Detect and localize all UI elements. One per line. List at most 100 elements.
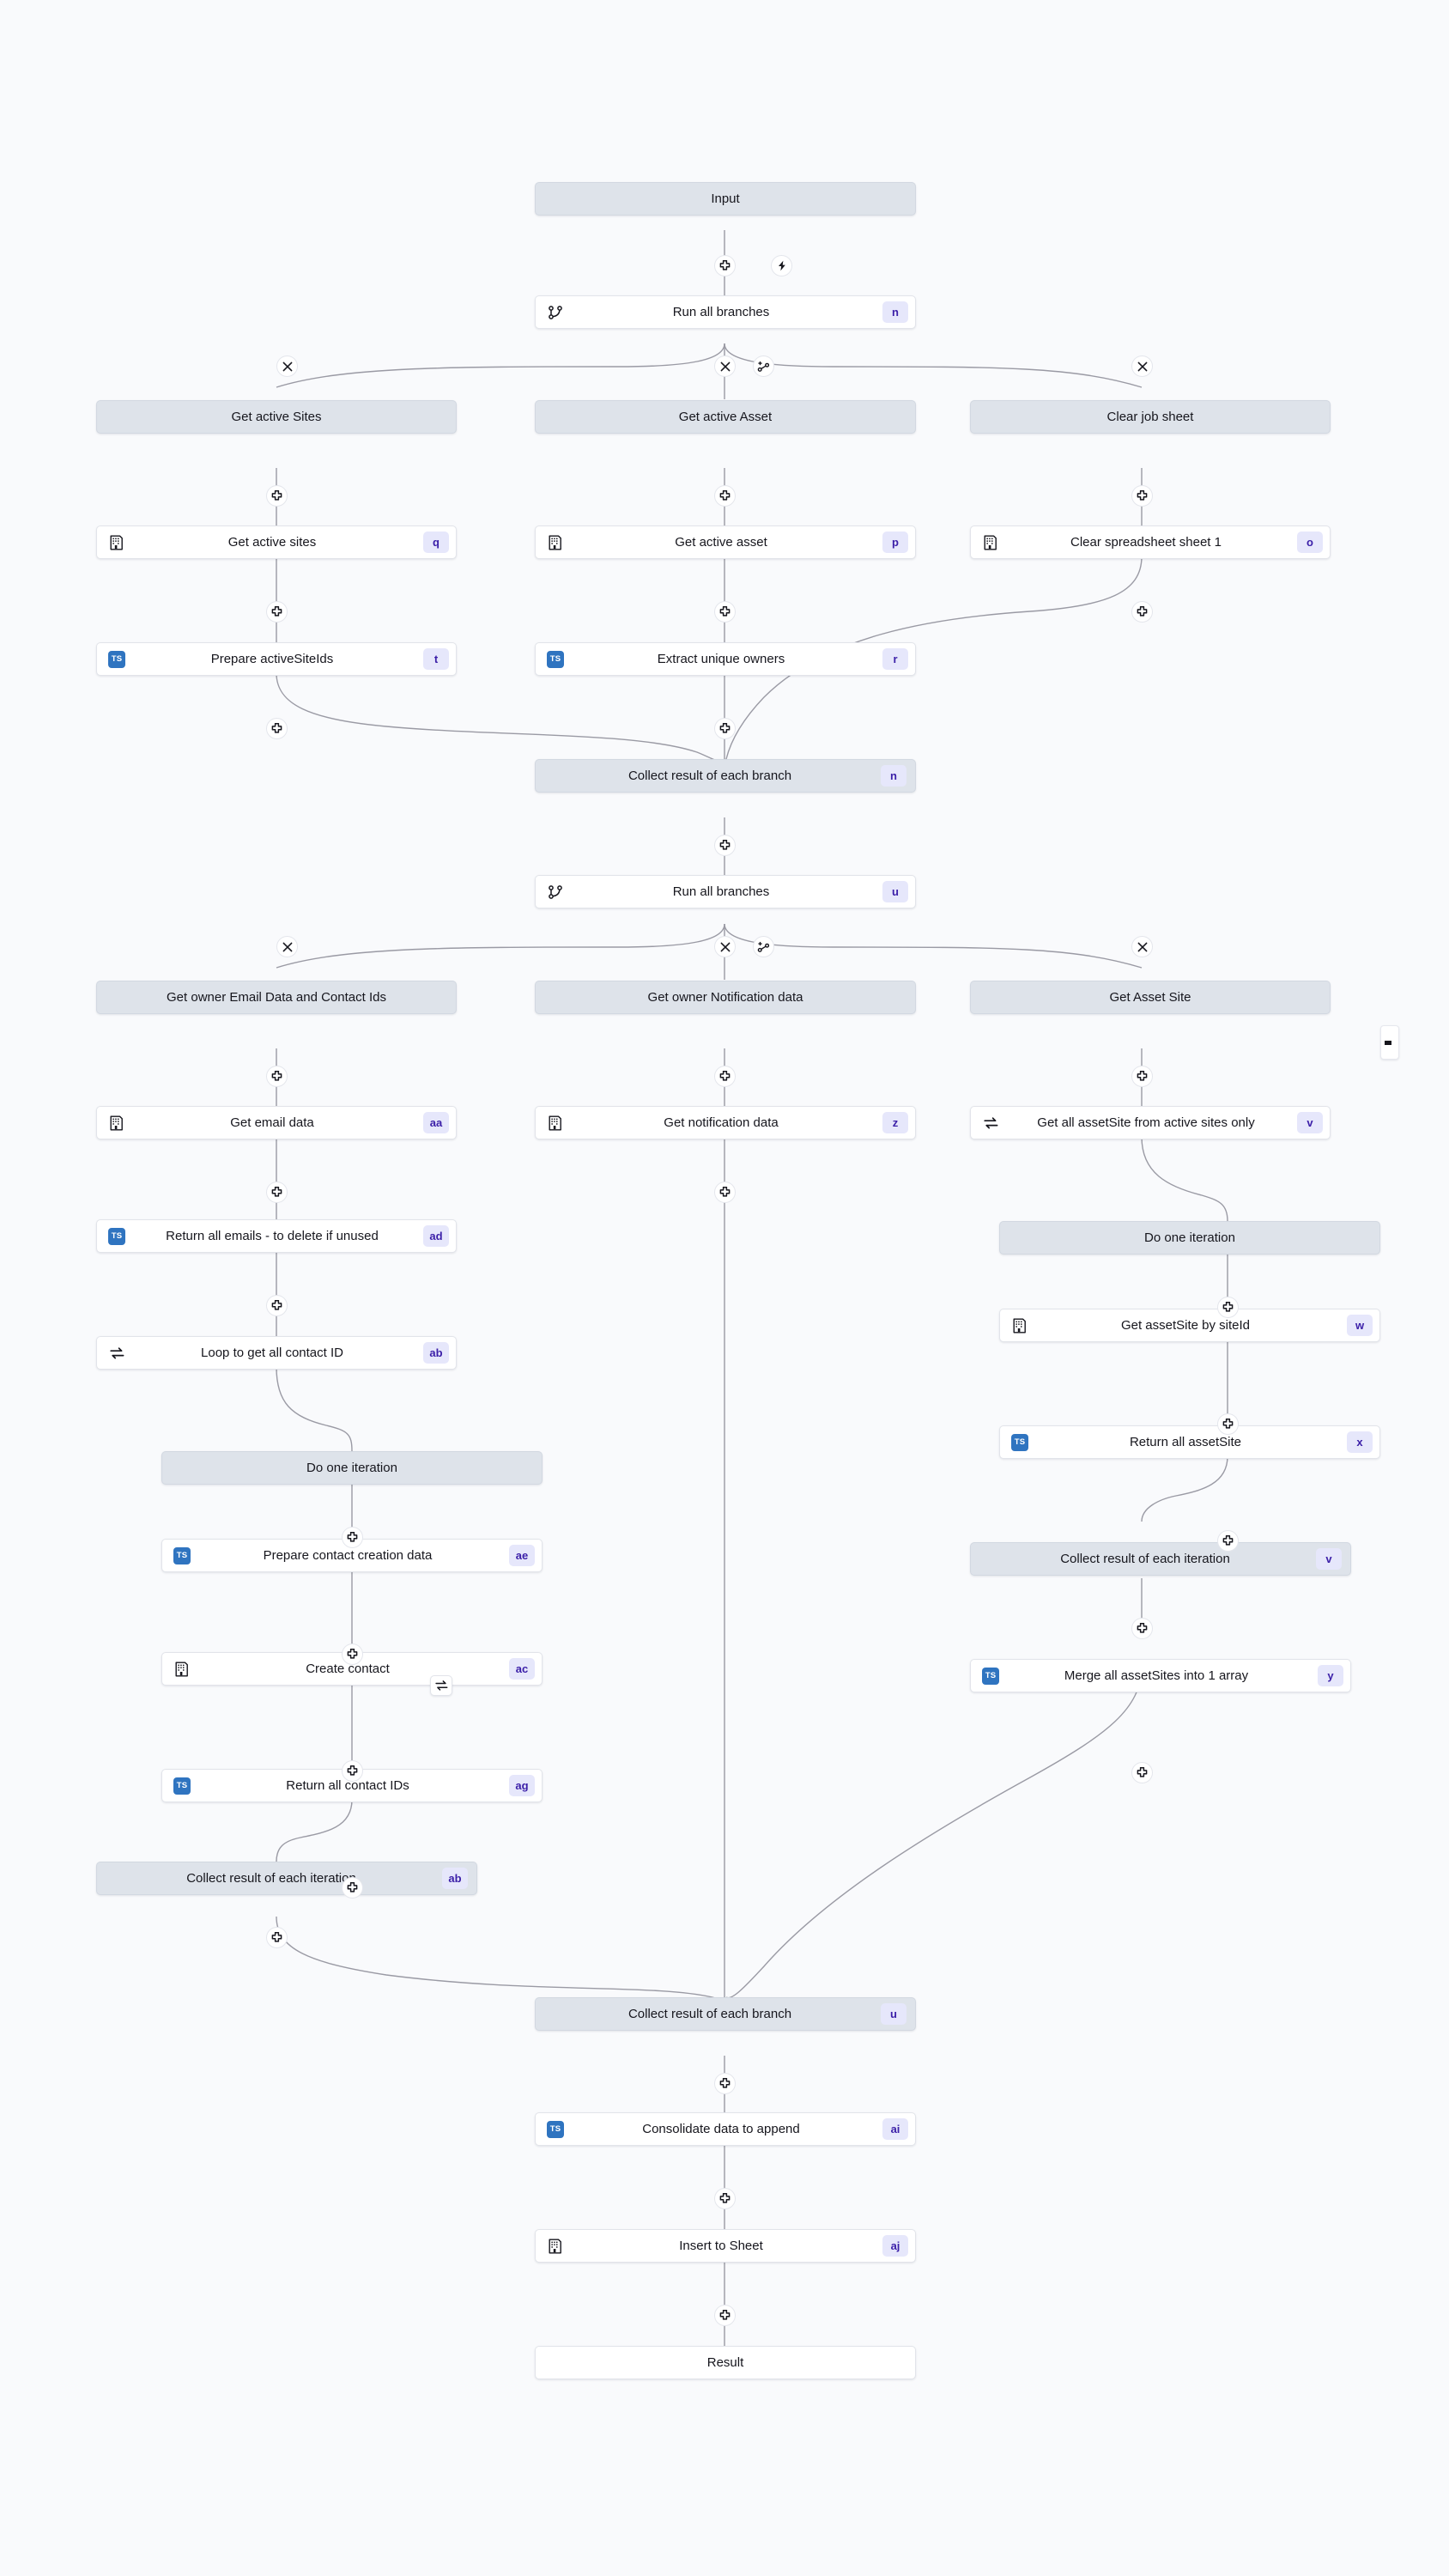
node-badge[interactable]: x <box>1347 1431 1373 1453</box>
add-step-handle[interactable] <box>342 1760 363 1782</box>
remove-branch-handle-mid-2[interactable] <box>714 936 736 957</box>
add-step-handle[interactable] <box>266 485 288 507</box>
node-badge[interactable]: ae <box>509 1545 535 1566</box>
remove-branch-handle-left-1[interactable] <box>276 355 298 377</box>
node-badge[interactable]: ab <box>423 1342 449 1364</box>
node-do-one-iteration-right[interactable]: Do one iteration <box>999 1221 1380 1255</box>
add-step-handle[interactable] <box>1217 1297 1239 1318</box>
add-branch-handle-1[interactable] <box>753 355 774 377</box>
node-group-get-active-sites[interactable]: Get active Sites <box>96 400 457 434</box>
add-step-handle[interactable] <box>1217 1530 1239 1552</box>
node-collect-result-iteration-left[interactable]: Collect result of each iteration ab <box>96 1862 477 1895</box>
trigger-handle[interactable] <box>771 255 792 276</box>
add-step-handle[interactable] <box>714 485 736 507</box>
node-collect-result-branch-2[interactable]: Collect result of each branch u <box>535 1997 916 2031</box>
node-badge[interactable]: o <box>1297 532 1323 553</box>
add-step-handle[interactable] <box>266 1927 288 1948</box>
node-badge[interactable]: ai <box>882 2118 908 2140</box>
node-group-get-active-asset[interactable]: Get active Asset <box>535 400 916 434</box>
add-step-handle[interactable] <box>714 2073 736 2094</box>
node-badge[interactable]: aj <box>882 2235 908 2257</box>
add-step-handle[interactable] <box>714 2188 736 2209</box>
add-step-handle[interactable] <box>1131 485 1153 507</box>
add-step-handle[interactable] <box>1217 1413 1239 1435</box>
add-step-handle[interactable] <box>714 1182 736 1203</box>
node-badge[interactable]: n <box>882 301 908 323</box>
node-consolidate-data-to-append[interactable]: TS Consolidate data to append ai <box>535 2112 916 2146</box>
node-clear-spreadsheet-sheet-1[interactable]: Clear spreadsheet sheet 1 o <box>970 526 1331 559</box>
remove-branch-handle-right-1[interactable] <box>1131 355 1153 377</box>
add-step-handle[interactable] <box>266 1295 288 1316</box>
node-group-owner-notification[interactable]: Get owner Notification data <box>535 981 916 1014</box>
app-building-icon <box>1010 1316 1029 1335</box>
node-do-one-iteration-left[interactable]: Do one iteration <box>161 1451 543 1485</box>
retry-loop-badge[interactable] <box>430 1675 452 1696</box>
node-get-email-data[interactable]: Get email data aa <box>96 1106 457 1139</box>
add-step-handle[interactable] <box>266 1182 288 1203</box>
add-step-handle[interactable] <box>1131 1066 1153 1087</box>
node-prepare-active-site-ids[interactable]: TS Prepare activeSiteIds t <box>96 642 457 676</box>
node-badge[interactable]: p <box>882 532 908 553</box>
node-badge[interactable]: n <box>881 765 906 787</box>
node-badge[interactable]: q <box>423 532 449 553</box>
node-run-all-branches-1[interactable]: Run all branches n <box>535 295 916 329</box>
node-get-active-asset[interactable]: Get active asset p <box>535 526 916 559</box>
node-badge[interactable]: y <box>1318 1665 1343 1686</box>
remove-branch-handle-right-2[interactable] <box>1131 936 1153 957</box>
node-collect-result-branch-1[interactable]: Collect result of each branch n <box>535 759 916 793</box>
node-return-all-emails[interactable]: TS Return all emails - to delete if unus… <box>96 1219 457 1253</box>
node-get-notification-data[interactable]: Get notification data z <box>535 1106 916 1139</box>
add-step-handle[interactable] <box>1131 1762 1153 1783</box>
node-run-all-branches-2[interactable]: Run all branches u <box>535 875 916 908</box>
node-label: Insert to Sheet <box>679 2238 763 2253</box>
node-badge[interactable]: ag <box>509 1775 535 1796</box>
node-merge-all-assetsites[interactable]: TS Merge all assetSites into 1 array y <box>970 1659 1351 1692</box>
node-badge[interactable]: ac <box>509 1658 535 1680</box>
node-badge[interactable]: u <box>881 2003 906 2025</box>
node-get-assetsite-by-siteid[interactable]: Get assetSite by siteId w <box>999 1309 1380 1342</box>
node-badge[interactable]: z <box>882 1112 908 1133</box>
node-insert-to-sheet[interactable]: Insert to Sheet aj <box>535 2229 916 2263</box>
node-group-owner-email-contact[interactable]: Get owner Email Data and Contact Ids <box>96 981 457 1014</box>
node-group-get-asset-site[interactable]: Get Asset Site <box>970 981 1331 1014</box>
node-badge[interactable]: u <box>882 881 908 902</box>
add-step-handle[interactable] <box>714 1066 736 1087</box>
add-step-handle[interactable] <box>342 1527 363 1548</box>
node-badge[interactable]: w <box>1347 1315 1373 1336</box>
add-step-handle[interactable] <box>714 2305 736 2326</box>
add-step-handle[interactable] <box>1131 1618 1153 1639</box>
node-group-clear-job-sheet[interactable]: Clear job sheet <box>970 400 1331 434</box>
node-badge[interactable]: aa <box>423 1112 449 1133</box>
remove-branch-handle-left-2[interactable] <box>276 936 298 957</box>
add-step-handle[interactable] <box>266 601 288 623</box>
add-step-handle[interactable] <box>266 1066 288 1087</box>
node-get-all-assetsite[interactable]: Get all assetSite from active sites only… <box>970 1106 1331 1139</box>
add-step-handle[interactable] <box>714 601 736 623</box>
remove-branch-handle-mid-1[interactable] <box>714 355 736 377</box>
add-branch-handle-2[interactable] <box>753 936 774 957</box>
node-get-active-sites[interactable]: Get active sites q <box>96 526 457 559</box>
artifact-glyph <box>1385 1040 1391 1045</box>
plus-handle-icon <box>719 1071 731 1081</box>
node-extract-unique-owners[interactable]: TS Extract unique owners r <box>535 642 916 676</box>
add-step-handle[interactable] <box>714 835 736 856</box>
app-building-icon <box>981 533 1000 552</box>
add-step-handle[interactable] <box>714 255 736 276</box>
node-badge[interactable]: v <box>1316 1548 1342 1570</box>
node-badge[interactable]: ab <box>442 1868 468 1889</box>
add-step-handle[interactable] <box>1131 601 1153 623</box>
node-result[interactable]: Result <box>535 2346 916 2379</box>
add-step-handle[interactable] <box>342 1643 363 1665</box>
node-input[interactable]: Input <box>535 182 916 216</box>
node-badge[interactable]: v <box>1297 1112 1323 1133</box>
node-return-all-assetsite[interactable]: TS Return all assetSite x <box>999 1425 1380 1459</box>
node-loop-get-contact-id[interactable]: Loop to get all contact ID ab <box>96 1336 457 1370</box>
add-step-handle[interactable] <box>266 718 288 739</box>
node-badge[interactable]: ad <box>423 1225 449 1247</box>
add-step-handle[interactable] <box>714 718 736 739</box>
node-badge[interactable]: t <box>423 648 449 670</box>
node-collect-result-iteration-right[interactable]: Collect result of each iteration v <box>970 1542 1351 1576</box>
add-step-handle[interactable] <box>342 1877 363 1899</box>
node-badge[interactable]: r <box>882 648 908 670</box>
